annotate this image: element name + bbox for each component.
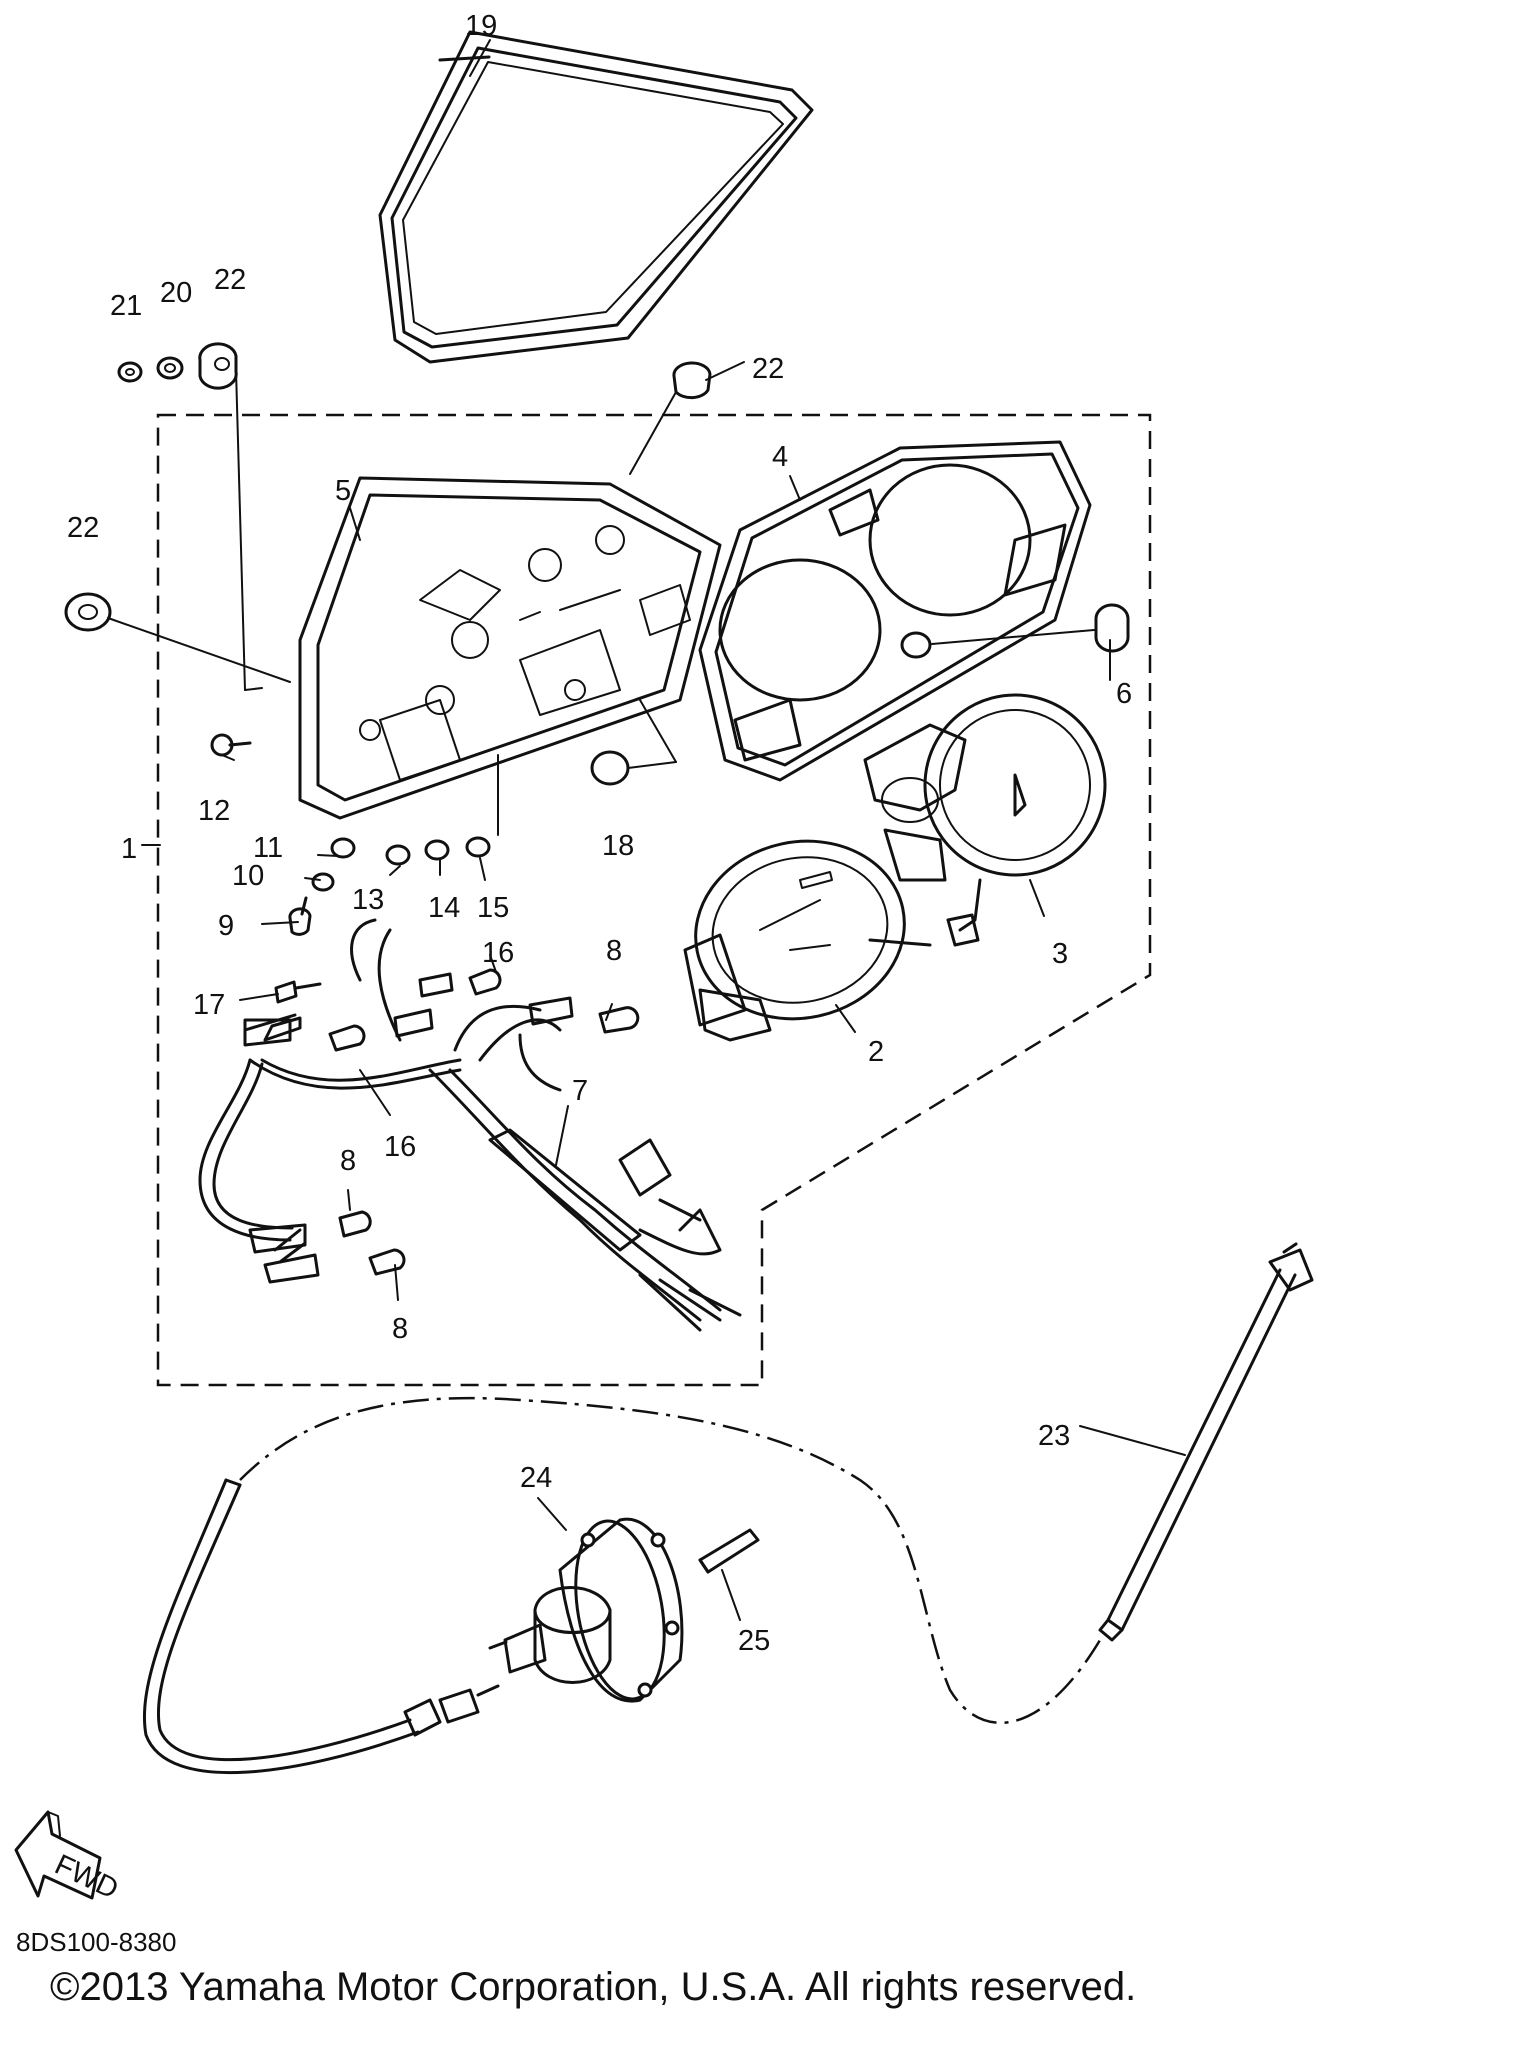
speedometer-gear-unit (488, 1517, 684, 1703)
callout-17: 17 (193, 989, 225, 1021)
cable-routing-line (239, 1396, 1102, 1724)
pin (698, 1528, 760, 1574)
meter-housing (298, 476, 722, 820)
callout-8b: 8 (340, 1145, 356, 1177)
callout-18: 18 (602, 830, 634, 862)
callout-11: 11 (253, 832, 283, 864)
callout-22c: 22 (67, 512, 99, 544)
callout-3: 3 (1052, 938, 1068, 970)
callout-14: 14 (428, 892, 460, 924)
callout-13: 13 (352, 884, 384, 916)
bulbs (328, 968, 640, 1276)
callout-16a: 16 (482, 937, 514, 969)
meter-face-panel (698, 440, 1092, 782)
callout-16b: 16 (384, 1131, 416, 1163)
callout-2: 2 (868, 1036, 884, 1068)
speedometer (683, 839, 932, 1042)
small-hardware (64, 342, 1130, 1004)
callout-5: 5 (335, 475, 351, 507)
callout-9: 9 (218, 910, 234, 942)
callout-25: 25 (738, 1625, 770, 1657)
callout-8a: 8 (606, 935, 622, 967)
callout-23: 23 (1038, 1420, 1070, 1452)
callout-10: 10 (232, 860, 264, 892)
callout-22a: 22 (214, 264, 246, 296)
speedometer-cable (1098, 1242, 1314, 1642)
callout-12: 12 (198, 795, 230, 827)
callout-15: 15 (477, 892, 509, 924)
tachometer (863, 693, 1107, 947)
wiring-harness (198, 918, 742, 1332)
leader-lines (107, 39, 1186, 1621)
drive-cable (142, 1478, 500, 1775)
callout-19: 19 (465, 10, 497, 42)
bezel-frame (378, 30, 814, 364)
callout-4: 4 (772, 441, 788, 473)
callout-20: 20 (160, 277, 192, 309)
callout-8c: 8 (392, 1313, 408, 1345)
fwd-arrow-icon: FWD (14, 1810, 123, 1906)
copyright-notice: ©2013 Yamaha Motor Corporation, U.S.A. A… (50, 1965, 1137, 2009)
callout-6: 6 (1116, 678, 1132, 710)
assembly-boundary (156, 413, 1152, 1387)
callout-21: 21 (110, 290, 142, 322)
callout-1: 1 (121, 833, 137, 865)
callout-24: 24 (520, 1462, 552, 1494)
callout-22b: 22 (752, 353, 784, 385)
diagram-code: 8DS100-8380 (16, 1927, 177, 1957)
callout-labels: 1 2 3 4 5 6 7 8 8 8 9 10 11 12 13 14 15 … (67, 10, 1132, 1657)
callout-7: 7 (572, 1075, 588, 1107)
